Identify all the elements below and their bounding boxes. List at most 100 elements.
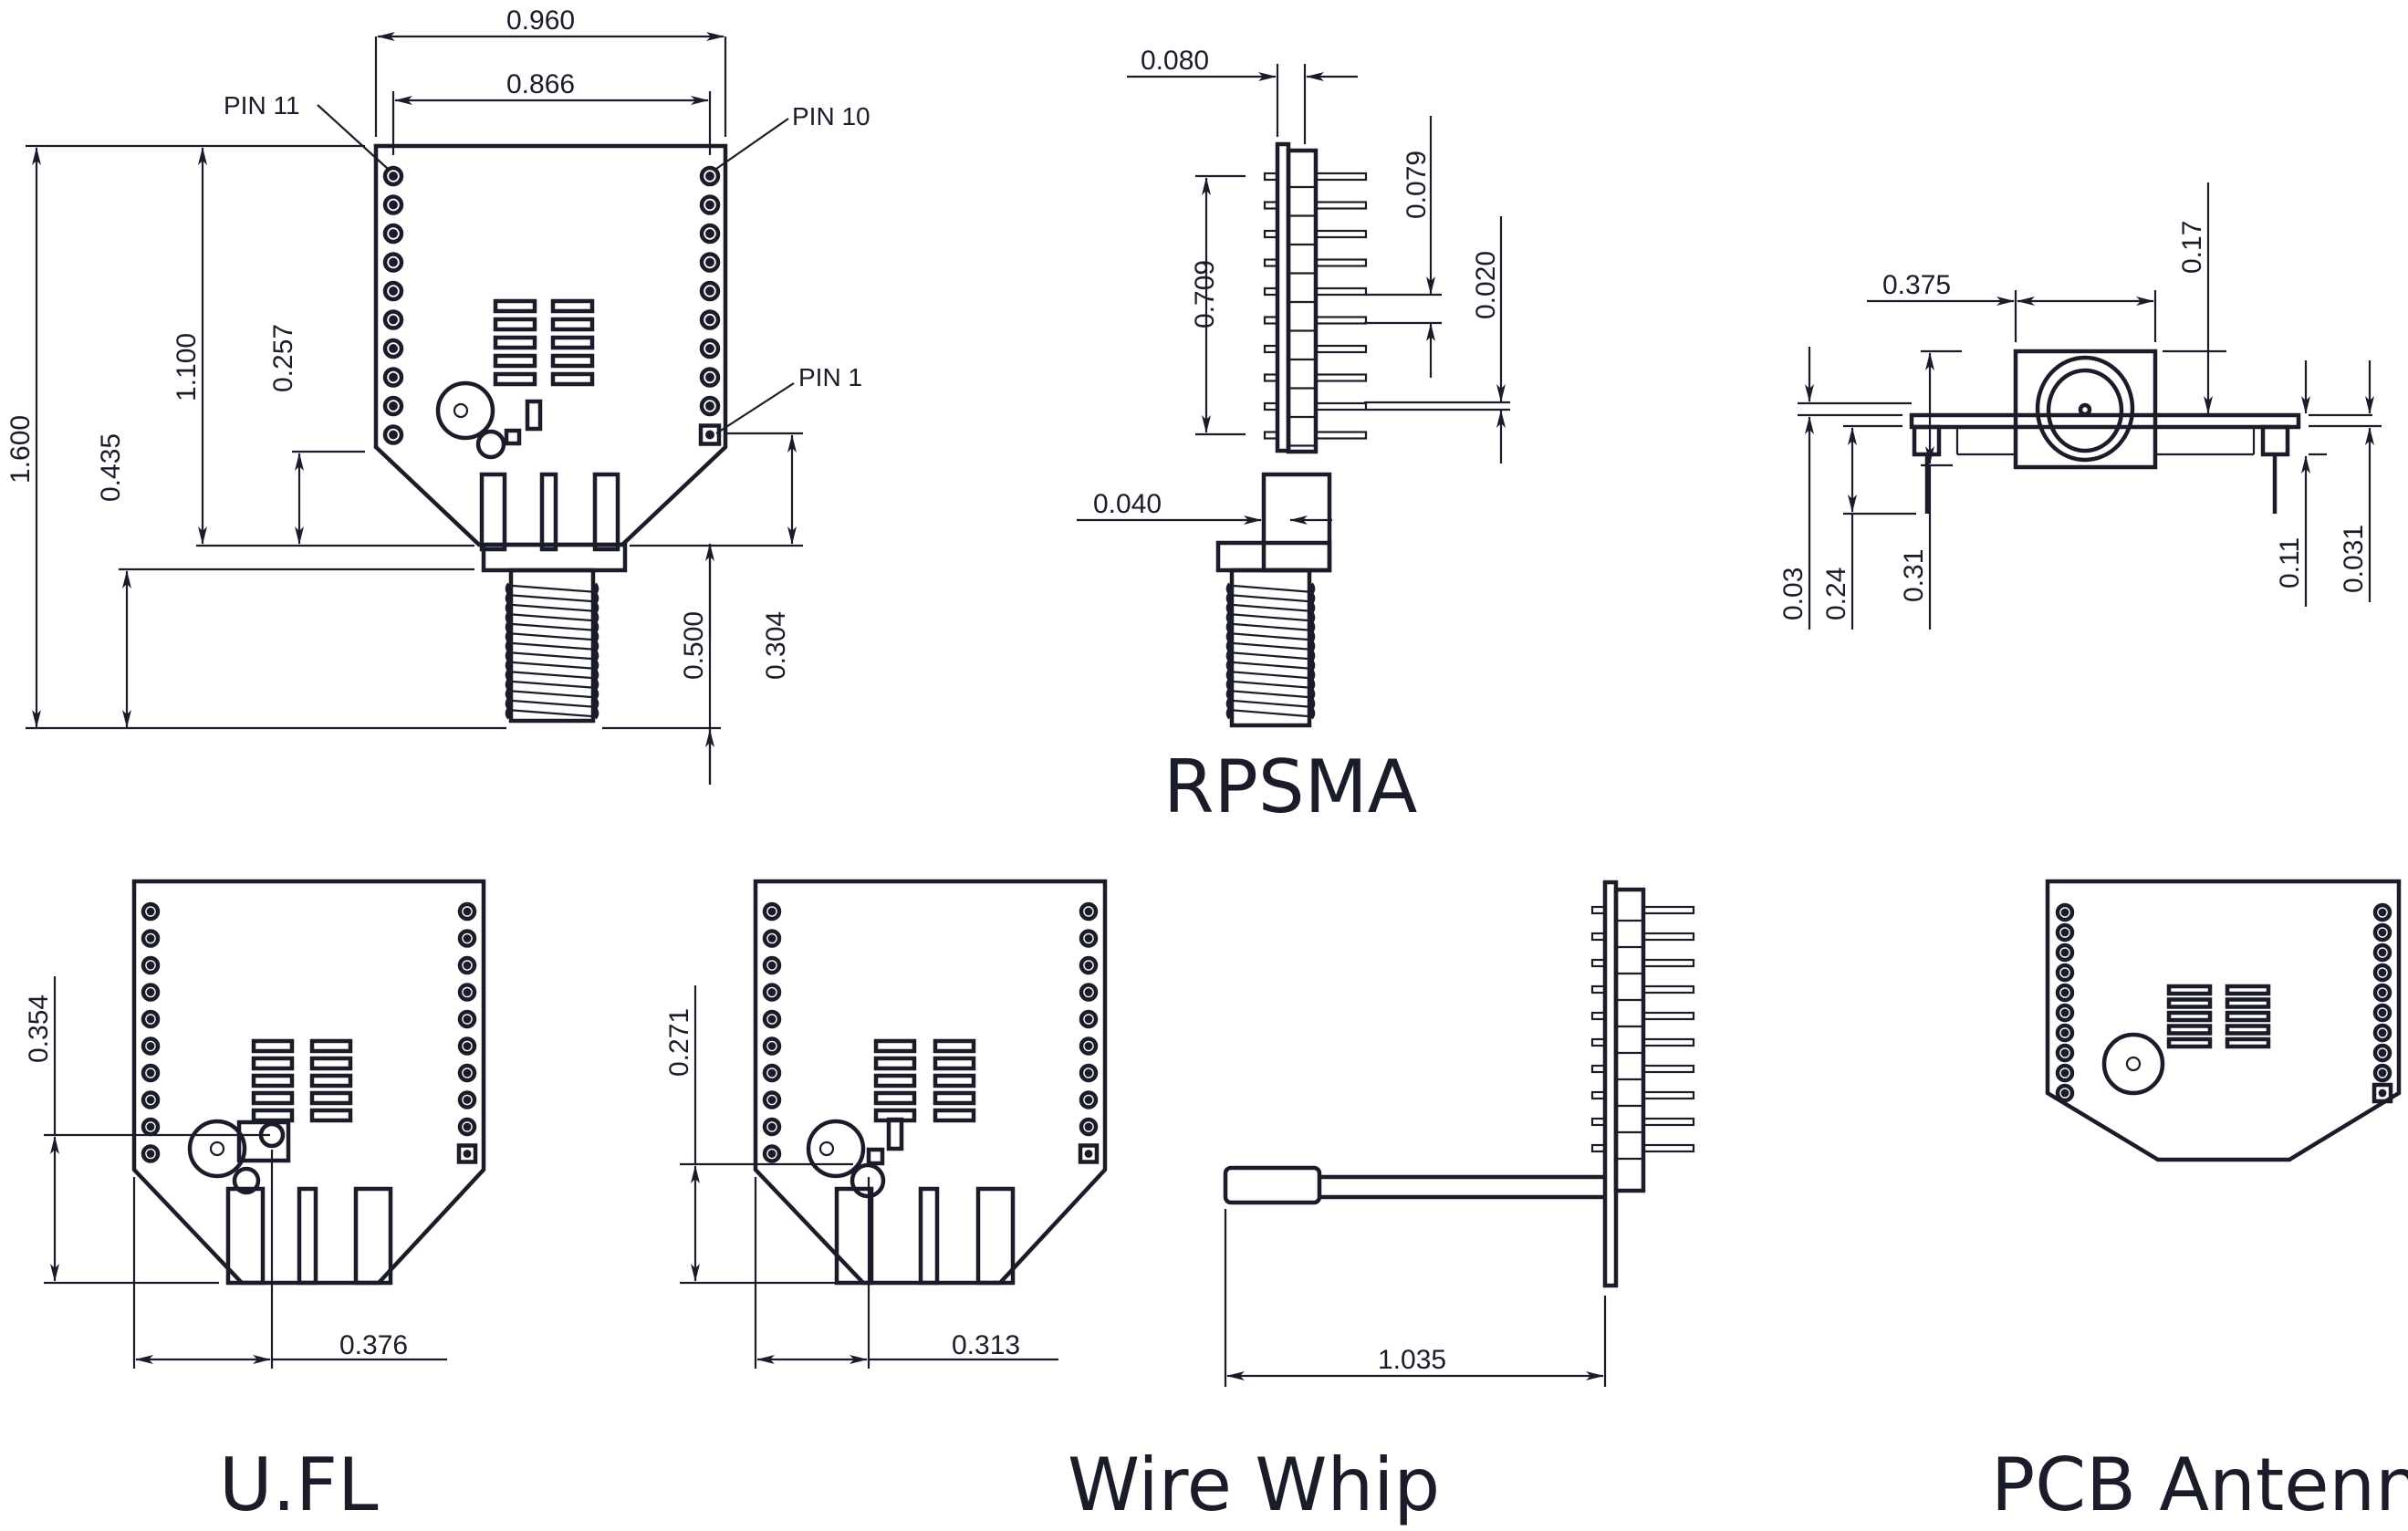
view-wirewhip-top: 0.271 0.313 <box>664 879 1108 1369</box>
pin-pad <box>2055 1043 2075 1063</box>
pin-hole <box>1084 1096 1093 1104</box>
smd-pad <box>2225 1036 2271 1049</box>
thread-crest <box>1225 707 1316 720</box>
pin-pad <box>699 223 721 245</box>
via <box>209 1140 225 1157</box>
header-pins <box>1263 172 1368 447</box>
thread-crest <box>505 611 599 624</box>
pin-hole <box>146 1122 155 1131</box>
pin-hole <box>1084 988 1093 996</box>
dim-label: 1.035 <box>1378 1345 1446 1375</box>
pin-pad <box>2372 943 2392 963</box>
header-pin <box>1314 373 1368 382</box>
pin-hole <box>1084 1015 1093 1024</box>
smd-pad <box>2166 984 2213 996</box>
pin-hole <box>2378 948 2387 957</box>
pin-hole <box>146 961 155 970</box>
header-pin <box>1314 258 1368 267</box>
thread-line <box>1233 699 1308 708</box>
pin-hole <box>2060 988 2069 997</box>
pin-hole <box>2060 1028 2069 1037</box>
pin-hole <box>2378 1008 2387 1017</box>
smd-pad <box>251 1073 295 1088</box>
pin-pad <box>1079 901 1099 922</box>
pin-stub <box>1590 1117 1607 1127</box>
pin-pad <box>2372 963 2392 983</box>
smd-pad <box>2225 984 2271 996</box>
header-pin <box>1314 316 1368 325</box>
pin-pad <box>699 395 721 417</box>
header-pin <box>1314 401 1368 411</box>
thread-line <box>1233 690 1308 699</box>
shield-can <box>187 1119 247 1179</box>
pin-hole <box>2378 968 2387 977</box>
pin-pad <box>699 165 721 187</box>
pin-label: PIN 10 <box>792 102 870 130</box>
smd-pad <box>873 1090 917 1106</box>
pin-hole <box>705 372 714 382</box>
pin-hole <box>767 1122 777 1131</box>
smd-pad <box>493 371 537 387</box>
pin-stub <box>1263 229 1279 239</box>
pin-hole <box>2060 948 2069 957</box>
pin-hole <box>389 315 398 325</box>
pin-hole <box>2060 908 2069 917</box>
dim-label: 0.257 <box>268 324 298 392</box>
pin-hole <box>2060 1048 2069 1057</box>
connector-thread <box>1229 568 1312 728</box>
thread-line <box>512 603 592 612</box>
pin-pad <box>2372 1043 2392 1063</box>
pin-hole <box>146 988 155 996</box>
pin-hole <box>389 372 398 382</box>
thread-crest <box>1225 678 1316 691</box>
thread-line <box>512 699 592 708</box>
via <box>2125 1056 2142 1072</box>
header-pin <box>1642 1037 1695 1047</box>
dim-label: 0.040 <box>1093 489 1162 519</box>
pin-hole <box>1084 1122 1093 1131</box>
smd-pad <box>933 1090 976 1106</box>
connector-square <box>2013 349 2158 470</box>
pin-pad <box>457 1009 477 1029</box>
pin-pad <box>699 280 721 302</box>
thread-crest <box>505 688 599 701</box>
pin-hole <box>389 172 398 181</box>
header-pin <box>1314 286 1368 297</box>
pin-column <box>762 901 1100 1164</box>
via <box>453 402 469 419</box>
smd-pad <box>2225 1010 2271 1023</box>
thread-crest <box>505 650 599 662</box>
pin-hole <box>767 1042 777 1050</box>
header-pin <box>1642 984 1695 995</box>
pin-pad <box>2055 1023 2075 1043</box>
thread-crest <box>1225 601 1316 614</box>
pin-hole <box>463 1015 472 1024</box>
thread-crest <box>505 630 599 643</box>
pin-stub <box>1263 201 1279 210</box>
smd-pad <box>550 335 595 350</box>
dim-label: 0.079 <box>1402 151 1432 219</box>
pin-hole <box>2378 1068 2387 1078</box>
pin-pad <box>141 1090 161 1109</box>
pin-pad <box>382 280 404 302</box>
pin-pad <box>2055 983 2075 1003</box>
pin-hole <box>463 1096 472 1104</box>
pin-label: PIN 11 <box>224 91 300 120</box>
pin-hole <box>767 1015 777 1024</box>
pin-pad <box>699 309 721 330</box>
pin-stub <box>1590 1011 1607 1021</box>
dim-label: 1.100 <box>172 333 202 401</box>
smd-pad <box>550 371 595 387</box>
header-body <box>1912 424 1942 457</box>
pin-pad <box>2055 943 2075 963</box>
pin-pad <box>382 367 404 388</box>
via <box>818 1140 835 1157</box>
component <box>866 1147 885 1166</box>
shield-can <box>2101 1032 2165 1096</box>
smd-pad <box>933 1038 976 1054</box>
thread-crest <box>1225 630 1316 643</box>
pin-pad <box>2372 1023 2392 1043</box>
center-pin <box>2078 402 2092 417</box>
thread-crest <box>1225 669 1316 682</box>
pin-pad <box>1079 1090 1099 1109</box>
